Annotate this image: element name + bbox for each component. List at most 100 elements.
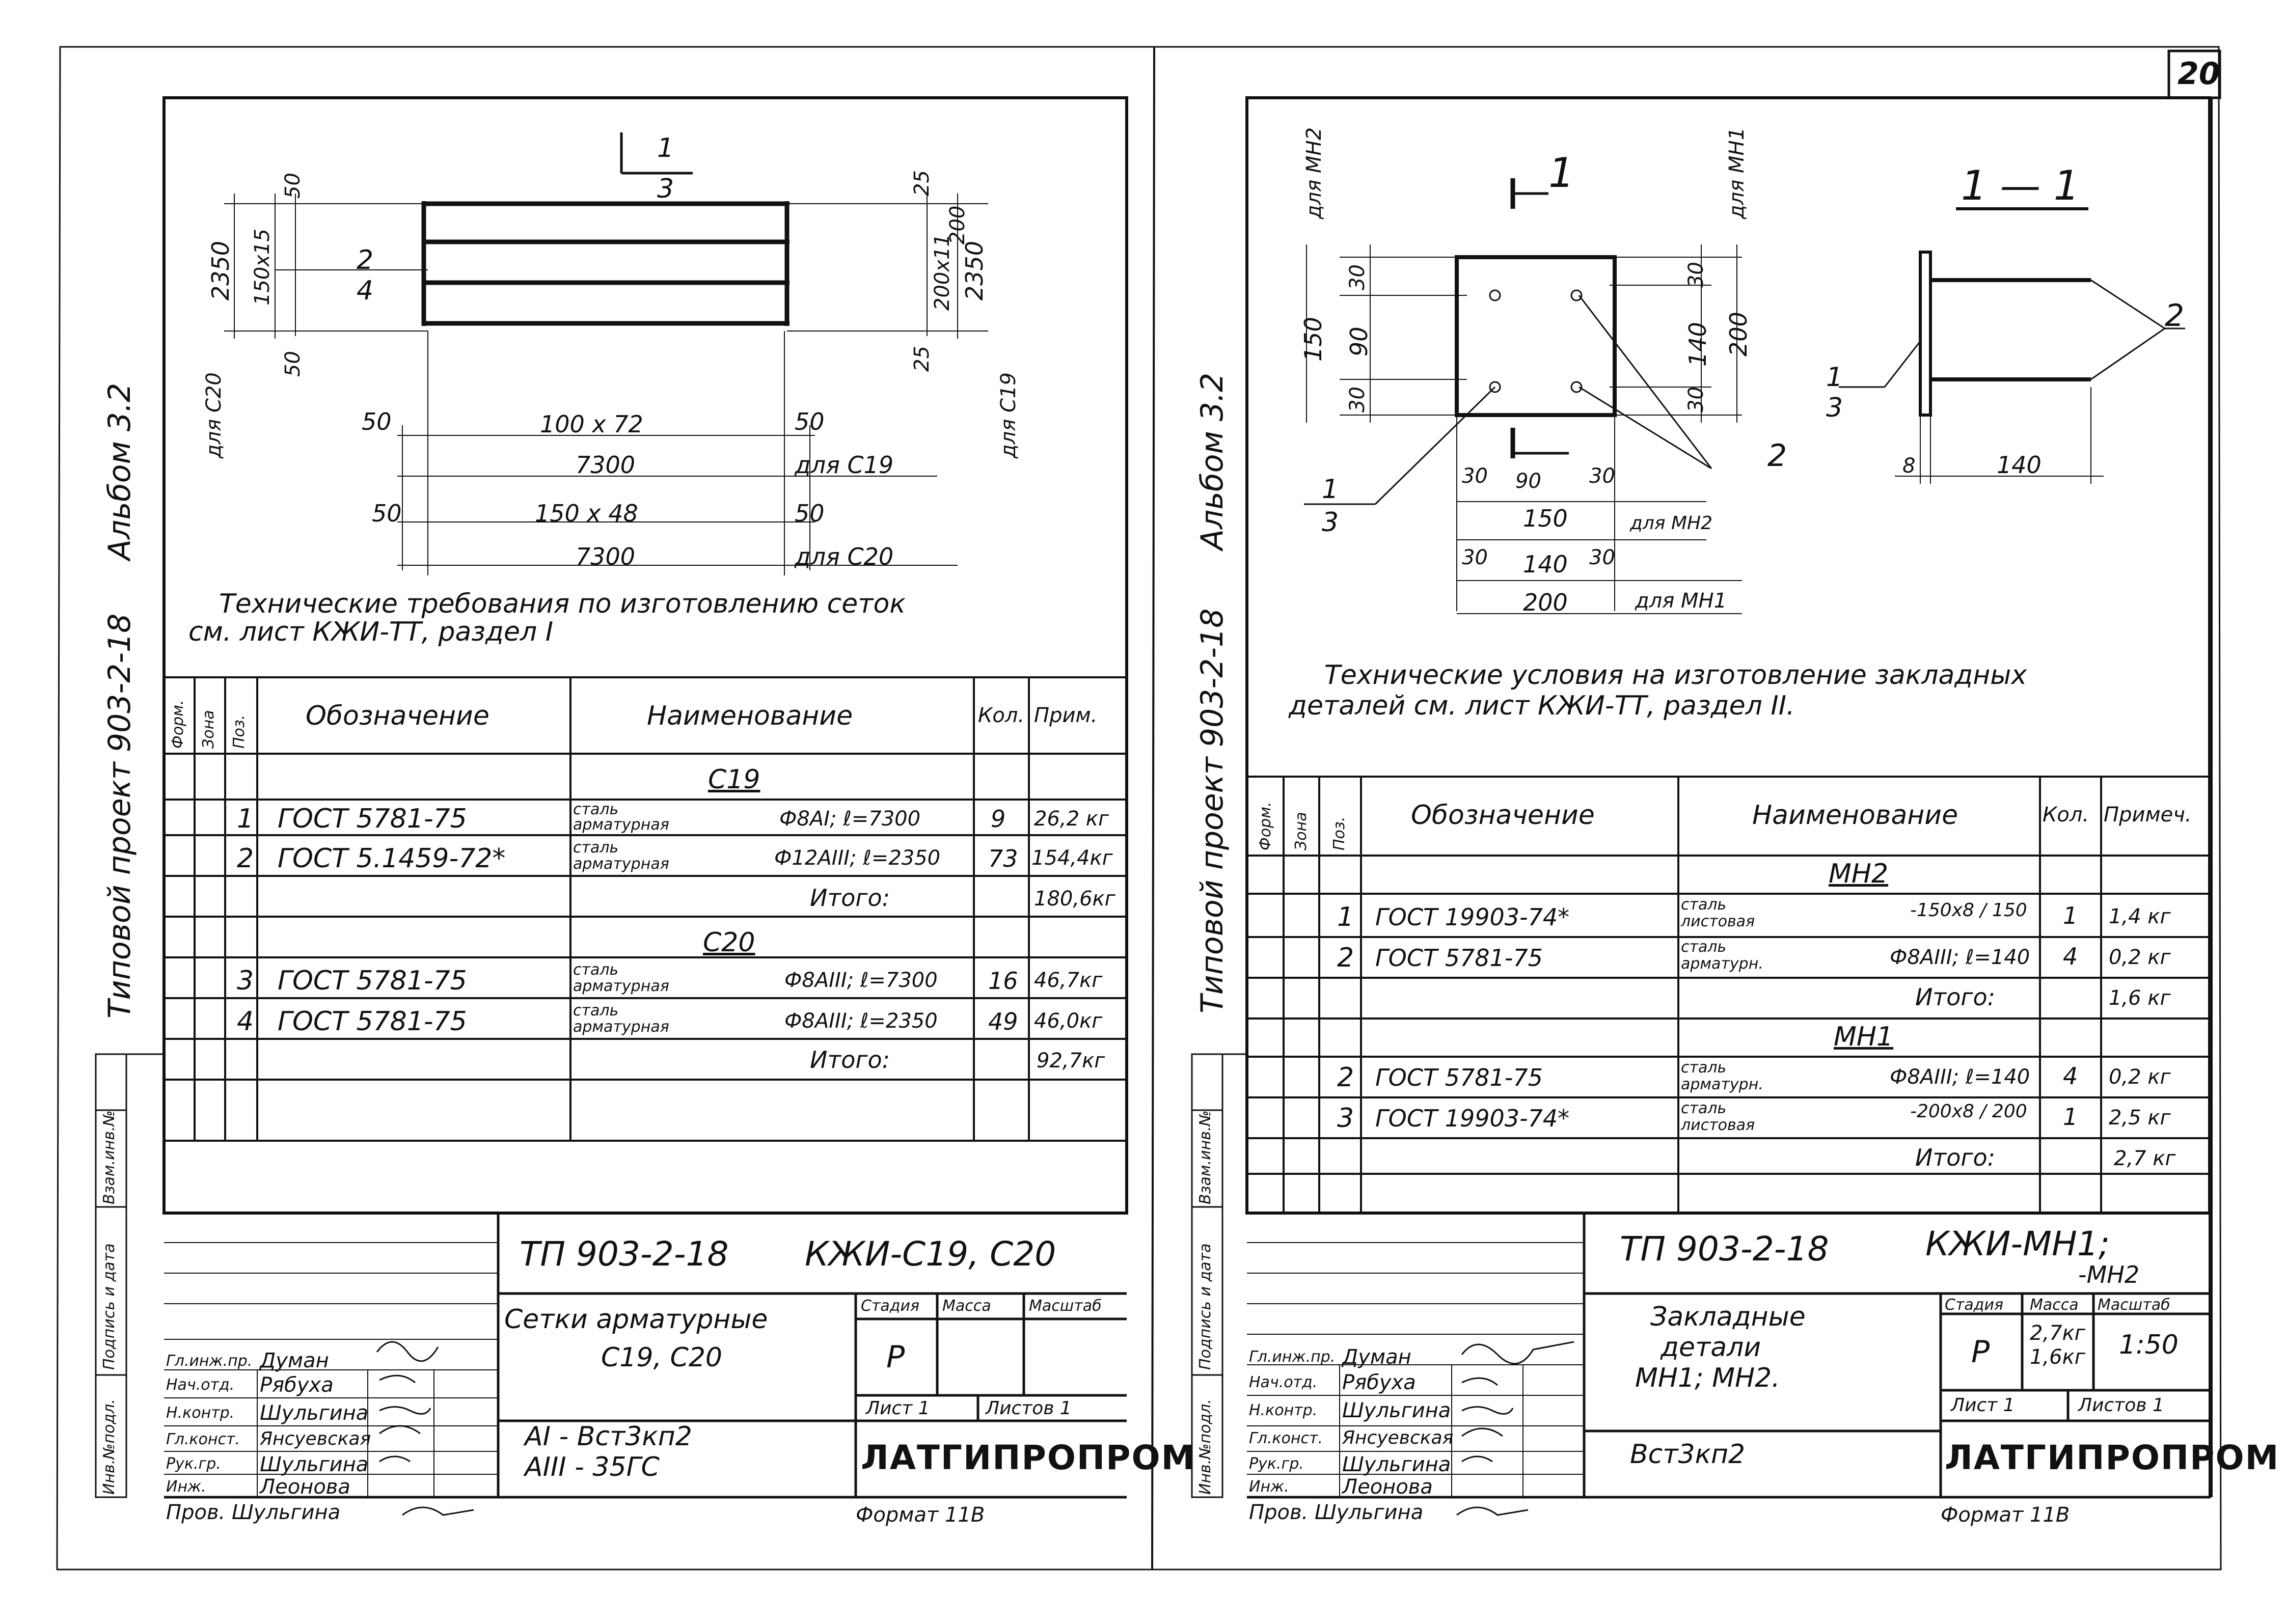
plate-pos-2: 2 <box>1767 438 1787 474</box>
left-tb-name-4: Янсуевская <box>260 1428 371 1449</box>
right-th-qty: Кол. <box>2043 803 2089 827</box>
dim-l-90: 90 <box>1345 326 1373 356</box>
sec-pos-1: 1 <box>1826 362 1843 393</box>
left-group-c19-title: С19 <box>708 764 760 795</box>
right-tb-name-5: Шульгина <box>1342 1453 1451 1476</box>
right-mn1-total: 2,7 кг <box>2114 1147 2176 1170</box>
left-tb-checked: Пров. Шульгина <box>166 1501 341 1524</box>
plate-drawing <box>1304 178 1742 614</box>
row3-left: 50 <box>372 500 402 527</box>
left-th-note: Прим. <box>1034 704 1098 727</box>
right-r2-name1: сталь <box>1681 938 1727 956</box>
left-row2-pos: 2 <box>237 843 254 874</box>
label-for-mn1-top: для МН1 <box>1725 127 1749 219</box>
right-tb-role-4: Гл.конст. <box>1249 1429 1323 1447</box>
row1-left: 50 <box>362 408 392 435</box>
left-tb-role-5: Рук.гр. <box>166 1455 221 1473</box>
left-tb-title-1: Сетки арматурные <box>504 1304 768 1335</box>
right-tb-scale: 1:50 <box>2119 1330 2179 1360</box>
sec-pos-3: 3 <box>1826 393 1843 423</box>
left-tb-name-2: Рябуха <box>260 1373 334 1397</box>
dim-right-top: 25 <box>910 170 934 196</box>
label-for-c19: для С19 <box>997 372 1020 458</box>
dim-right-spacing: 200x11 <box>931 234 954 311</box>
left-th-name: Наименование <box>647 701 853 731</box>
right-tb-name-6: Леонова <box>1342 1475 1433 1499</box>
right-album-label: Альбом 3.2 <box>1194 372 1230 550</box>
dim-l-30b: 30 <box>1346 387 1369 412</box>
left-row1-pos: 1 <box>237 804 254 834</box>
left-tb-role-6: Инж. <box>166 1478 206 1496</box>
left-tb-title-2: С19, С20 <box>601 1342 723 1373</box>
right-tech-req-2: деталей см. лист КЖИ-ТТ, раздел II. <box>1289 691 1795 721</box>
right-tb-mass-1: 2,7кг <box>2030 1322 2085 1345</box>
left-row4-spec: Ф8АIII; ℓ=2350 <box>784 1009 938 1033</box>
right-tb-stage-h: Стадия <box>1945 1296 2004 1314</box>
left-tb-name-3: Шульгина <box>260 1401 369 1425</box>
left-stamp-2: Подпись и дата <box>100 1243 118 1370</box>
left-row2-spec: Ф12АIII; ℓ=2350 <box>774 846 941 870</box>
page-number: 20 <box>2178 56 2220 92</box>
left-album-label: Альбом 3.2 <box>102 382 138 560</box>
left-row1-designation: ГОСТ 5781-75 <box>278 804 467 834</box>
right-r3-note: 0,2 кг <box>2109 1065 2171 1089</box>
row2-note: для С19 <box>795 451 894 479</box>
plate-pos-1: 1 <box>1322 474 1339 505</box>
right-tb-role-1: Гл.инж.пр. <box>1249 1348 1336 1366</box>
left-row2-name1: сталь <box>573 839 619 857</box>
right-stamp-1: Инв.№подл. <box>1196 1399 1214 1495</box>
dim-left-total: 2350 <box>207 240 234 300</box>
right-r1-name2: листовая <box>1681 913 1755 930</box>
left-th-designation: Обозначение <box>306 701 489 731</box>
right-r1-pos: 1 <box>1337 902 1354 932</box>
left-th-pos: Поз. <box>230 714 248 749</box>
section-pos-2: 2 <box>2165 298 2185 334</box>
bot-note-mn1: для МН1 <box>1635 589 1727 613</box>
left-tb-role-3: Н.контр. <box>166 1404 235 1422</box>
plate-pos-3: 3 <box>1322 507 1339 538</box>
left-row4-qty: 49 <box>988 1008 1018 1035</box>
bot-note-mn2: для МН2 <box>1630 513 1713 534</box>
dim-left-spacing: 150x15 <box>251 229 274 306</box>
right-tb-mass-2: 1,6кг <box>2030 1345 2085 1369</box>
right-stamp-3: Взам.инв.№ <box>1196 1110 1214 1204</box>
right-tb-title-2: детали <box>1661 1332 1761 1363</box>
left-tb-name-5: Шульгина <box>260 1453 369 1476</box>
section-drawing <box>1839 207 2185 484</box>
right-th-zone: Зона <box>1292 812 1310 850</box>
row1-right: 50 <box>795 408 825 435</box>
left-tech-req-2: см. лист КЖИ-ТТ, раздел I <box>188 617 554 647</box>
right-r2-note: 0,2 кг <box>2109 946 2171 969</box>
left-tb-sheets: Листов 1 <box>986 1398 1072 1419</box>
left-row3-note: 46,7кг <box>1034 969 1103 992</box>
right-tb-role-6: Инж. <box>1249 1478 1289 1496</box>
right-tb-material: Вст3кп2 <box>1630 1439 1746 1470</box>
dim-left-bottom: 50 <box>281 351 305 377</box>
left-row3-pos: 3 <box>237 966 254 996</box>
right-r2-spec: Ф8АIII; ℓ=140 <box>1890 946 2030 969</box>
row3-right: 50 <box>795 500 825 527</box>
label-for-mn2-top: для МН2 <box>1302 127 1326 219</box>
left-stamp-3: Взам.инв.№ <box>100 1110 118 1204</box>
row3-mid: 150 x 48 <box>535 500 638 527</box>
label-for-c20: для С20 <box>202 372 226 458</box>
left-row1-name1: сталь <box>573 801 619 818</box>
right-tb-title-1: Закладные <box>1650 1302 1806 1332</box>
left-tb-role-1: Гл.инж.пр. <box>166 1352 253 1370</box>
right-th-format: Форм. <box>1257 802 1274 850</box>
left-tb-role-4: Гл.конст. <box>166 1430 240 1448</box>
right-th-pos: Поз. <box>1330 816 1348 850</box>
dim-r-140: 140 <box>1684 322 1711 367</box>
left-c19-total-label: Итого: <box>810 884 890 912</box>
dim-r-30b: 30 <box>1684 387 1708 412</box>
right-group-mn2-title: МН2 <box>1829 859 1889 889</box>
left-tb-sheet-code: КЖИ-С19, С20 <box>805 1234 1056 1274</box>
right-mn1-total-label: Итого: <box>1915 1144 1996 1171</box>
right-tb-stage: Р <box>1971 1334 1990 1370</box>
left-tech-req-1: Технические требования по изготовлению с… <box>219 589 906 619</box>
bot-30a: 30 <box>1462 464 1488 488</box>
left-tb-stage: Р <box>886 1339 905 1375</box>
right-r4-name1: сталь <box>1681 1099 1727 1117</box>
row4-total: 7300 <box>576 543 636 570</box>
left-row3-name1: сталь <box>573 961 619 979</box>
